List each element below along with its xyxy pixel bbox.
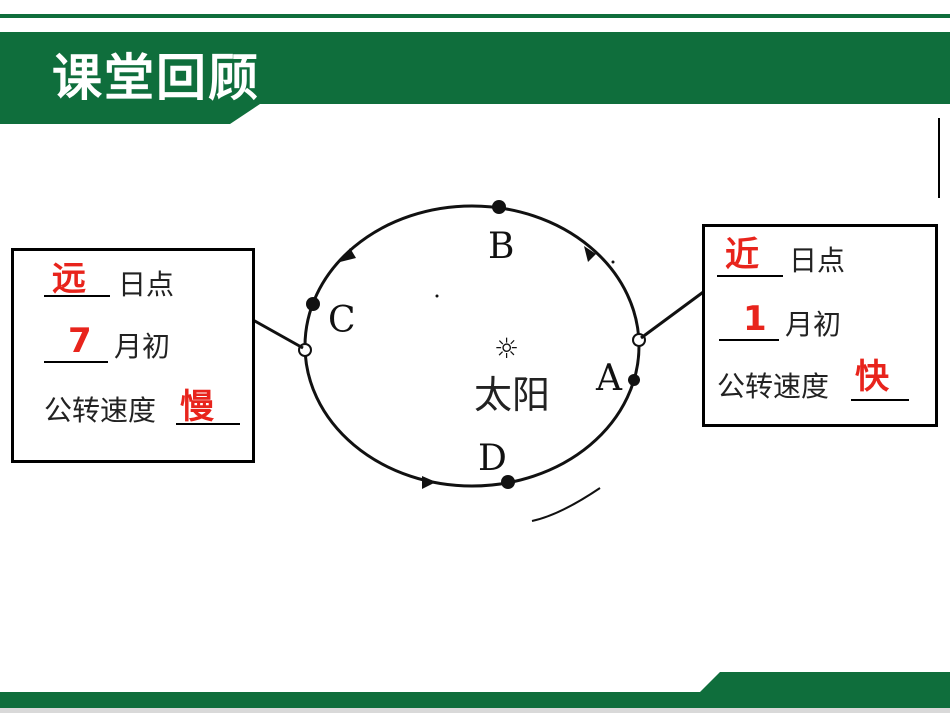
blank-underline bbox=[44, 361, 108, 363]
sun-icon: ☼ bbox=[494, 332, 519, 365]
point-c-marker bbox=[306, 297, 320, 311]
page-title: 课堂回顾 bbox=[52, 49, 260, 107]
aphelion-speed-text: 公转速度 bbox=[44, 394, 157, 427]
point-d-marker bbox=[501, 475, 515, 489]
header-bar bbox=[0, 32, 950, 124]
aphelion-speed-answer: 慢 bbox=[180, 387, 214, 427]
point-d-label: D bbox=[478, 438, 507, 479]
orbit-arrow-bottom bbox=[422, 476, 436, 489]
stray-dot bbox=[435, 294, 439, 298]
aphelion-answer: 远 bbox=[52, 259, 86, 299]
blank-underline bbox=[717, 275, 783, 277]
perihelion-month-text: 月初 bbox=[785, 308, 842, 341]
aphelion-point-text: 日点 bbox=[118, 268, 175, 301]
aphelion-info-box: 远 日点 7 月初 公转速度 慢 bbox=[11, 248, 255, 463]
point-c-label: C bbox=[328, 300, 356, 341]
perihelion-answer: 近 bbox=[725, 235, 759, 275]
stray-stroke bbox=[531, 487, 601, 522]
left-connector-line bbox=[252, 318, 304, 350]
perihelion-info-box: 近 日点 1 月初 公转速度 快 bbox=[702, 224, 938, 427]
blank-underline bbox=[44, 295, 110, 297]
perihelion-point-text: 日点 bbox=[789, 244, 846, 277]
orbit-ellipse bbox=[303, 204, 641, 488]
header-top-line bbox=[0, 14, 950, 18]
orbit-arrow-top-right bbox=[584, 246, 596, 262]
perihelion-month-answer: 1 bbox=[743, 299, 767, 339]
right-connector-line bbox=[640, 288, 707, 340]
blank-underline bbox=[851, 399, 909, 401]
orbit-arrow-top-left bbox=[340, 248, 356, 262]
blank-underline bbox=[176, 423, 240, 425]
point-b-marker bbox=[492, 200, 506, 214]
stray-dot bbox=[611, 260, 615, 264]
sun-label: 太阳 bbox=[474, 373, 550, 417]
aphelion-month-text: 月初 bbox=[114, 330, 171, 363]
point-a-marker bbox=[628, 374, 640, 386]
perihelion-speed-answer: 快 bbox=[855, 357, 889, 397]
blank-underline bbox=[719, 339, 779, 341]
point-b-label: B bbox=[488, 226, 514, 267]
point-a-label: A bbox=[595, 358, 623, 399]
slide-edge-line bbox=[938, 118, 940, 198]
perihelion-speed-text: 公转速度 bbox=[717, 370, 830, 403]
aphelion-month-answer: 7 bbox=[68, 321, 92, 361]
footer-bar bbox=[0, 672, 950, 713]
